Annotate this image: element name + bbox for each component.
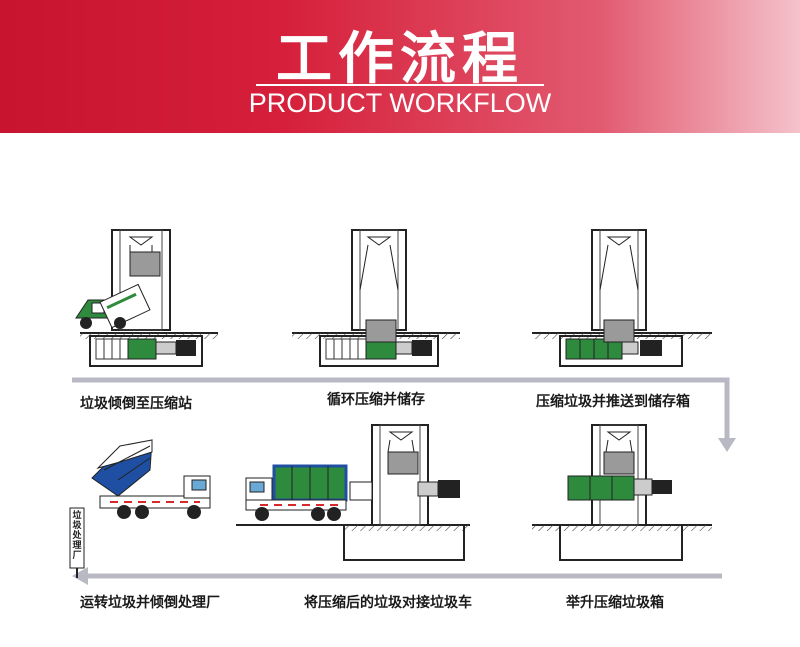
station-6: [532, 424, 712, 561]
workflow-diagram: [69, 229, 736, 585]
step-label-4: 运转垃圾并倾倒处理厂: [80, 595, 220, 611]
station-4: [69, 439, 211, 578]
step-label-2: 循环压缩并储存: [327, 392, 425, 408]
step-label-6: 举升压缩垃圾箱: [566, 595, 664, 611]
station-3: [532, 229, 712, 367]
station-2: [292, 229, 460, 367]
flow-arrows: [72, 377, 730, 579]
flow-arrowhead-down: [718, 438, 736, 452]
plant-sign: 垃圾处理厂: [72, 511, 82, 561]
step-label-5: 将压缩后的垃圾对接垃圾车: [304, 595, 472, 611]
step-label-1: 垃圾倾倒至压缩站: [80, 396, 192, 412]
flow-arrowhead-left: [72, 567, 88, 585]
step-label-3: 压缩垃圾并推送到储存箱: [536, 394, 690, 410]
page-title: 工作流程: [276, 27, 524, 92]
station-1: [75, 229, 218, 367]
header-banner: 工作流程 PRODUCT WORKFLOW: [0, 0, 800, 133]
page-subtitle: PRODUCT WORKFLOW: [248, 88, 552, 118]
flow-arrow-top: [72, 377, 730, 440]
station-5: [236, 424, 470, 561]
title-divider: [256, 84, 544, 86]
